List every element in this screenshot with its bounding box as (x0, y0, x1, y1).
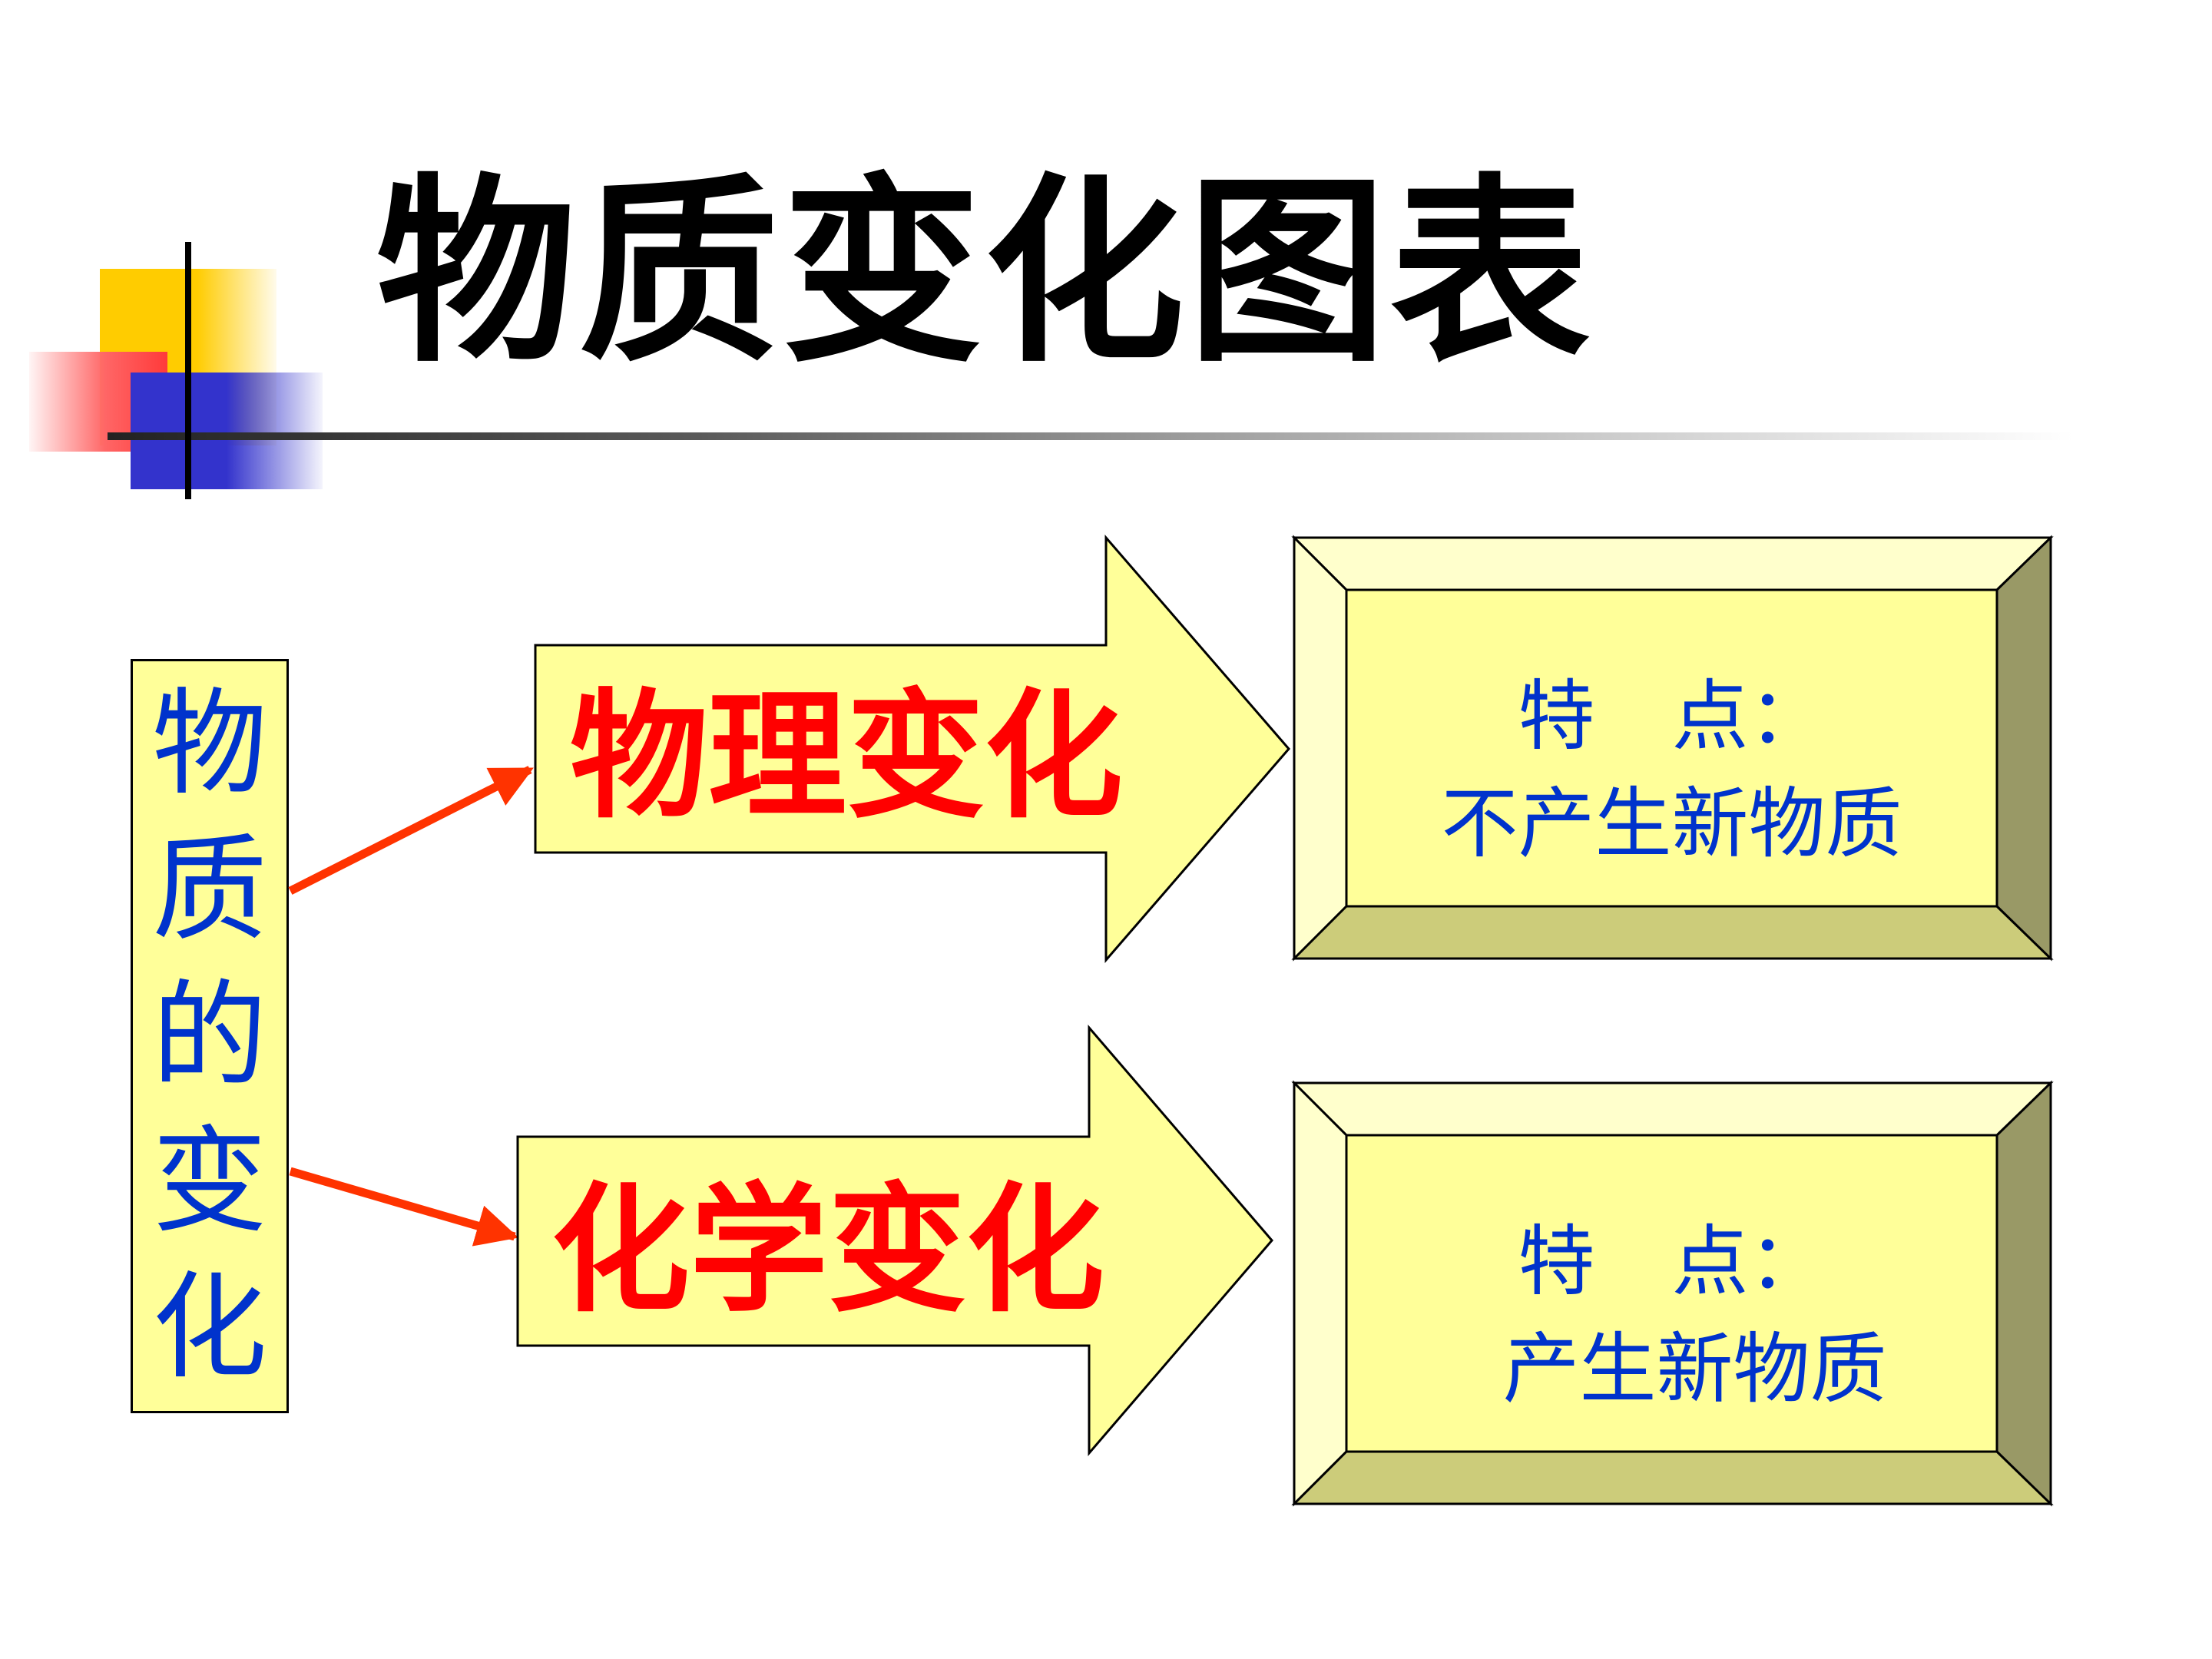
chemical-feature-text: 特 点： 产生新物质 (1346, 1135, 1997, 1452)
title-deco-vertical-line (185, 242, 191, 499)
physical-feature-description: 不产生新物质 (1441, 779, 1902, 869)
physical-feature-box (1291, 535, 2054, 962)
connector-arrow-physical (288, 766, 534, 895)
page-title: 物质变化图表 (376, 155, 1593, 389)
connector-arrow-chemical (289, 1167, 519, 1247)
chemical-feature-box (1291, 1080, 2054, 1507)
physical-feature-heading: 特 点： (1518, 671, 1826, 761)
matter-change-label: 物质的变化 (151, 677, 267, 1395)
physical-feature-text: 特 点： 不产生新物质 (1346, 590, 1997, 906)
title-deco-blue-square (131, 373, 323, 489)
chemical-change-block-arrow (516, 1024, 1273, 1457)
chemical-change-label: 化学变化 (551, 1169, 1105, 1331)
chemical-feature-heading: 特 点： (1518, 1217, 1826, 1306)
physical-change-block-arrow (534, 534, 1290, 964)
chemical-feature-description: 产生新物质 (1502, 1324, 1887, 1414)
title-underline (108, 432, 2074, 440)
physical-change-label: 物理变化 (570, 675, 1124, 837)
matter-change-box: 物质的变化 (131, 659, 289, 1413)
